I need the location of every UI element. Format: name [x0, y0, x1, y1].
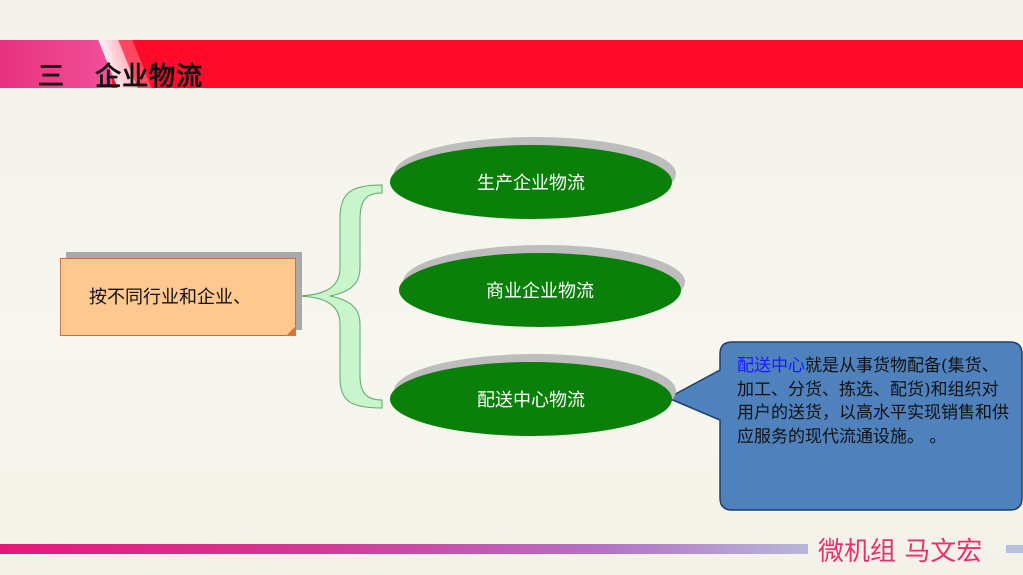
- title-bar: [0, 40, 1023, 88]
- callout-text: 配送中心就是从事货物配备(集货、加工、分货、拣选、配货)和组织对用户的送货，以高…: [737, 355, 1015, 449]
- ellipse-production-logistics: 生产企业物流: [390, 145, 672, 219]
- footer-bar-end: [1006, 545, 1023, 553]
- slide-title: 三 企业物流: [38, 62, 204, 92]
- left-box-fold: [286, 326, 296, 336]
- title-bar-accent: [0, 40, 112, 88]
- footer-author: 微机组 马文宏: [818, 537, 983, 567]
- left-box: 按不同行业和企业、: [60, 258, 296, 336]
- callout-highlight: 配送中心: [737, 356, 805, 376]
- ellipse-commercial-logistics: 商业企业物流: [399, 253, 681, 327]
- curly-brace: [293, 184, 383, 409]
- left-box-label: 按不同行业和企业、: [89, 287, 251, 308]
- footer-bar: [0, 544, 808, 554]
- ellipse-distribution-logistics: 配送中心物流: [390, 362, 672, 436]
- callout-body: 就是从事货物配备(集货、加工、分货、拣选、配货)和组织对用户的送货，以高水平实现…: [737, 356, 1009, 447]
